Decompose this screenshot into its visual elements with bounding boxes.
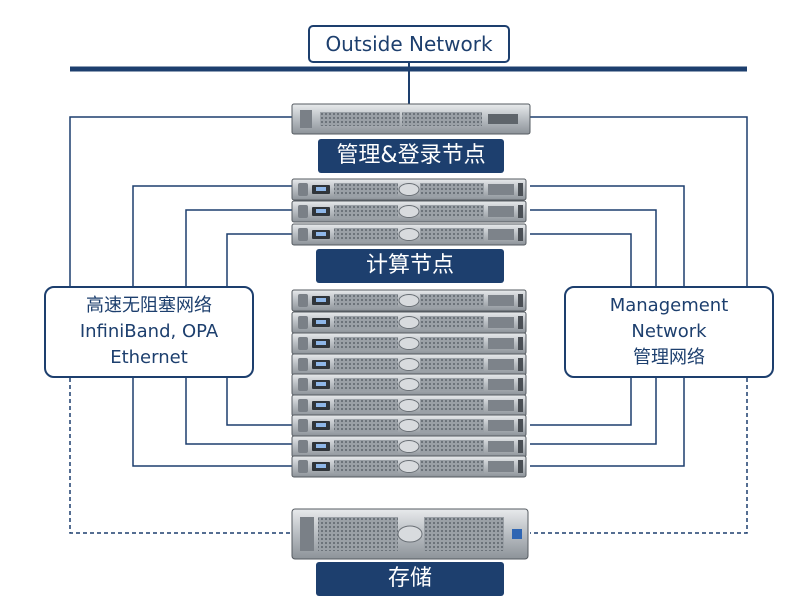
management-network-line1: Management [609,295,729,316]
storage-links [69,378,748,534]
compute-server [291,373,527,396]
compute-server [291,353,527,376]
compute-node-label-box: 计算节点 [316,249,504,283]
high-speed-network-links [69,116,292,467]
compute-server [291,455,527,478]
compute-server [291,289,527,312]
high-speed-network-title: 高速无阻塞网络 [86,295,212,316]
storage-server [291,508,529,560]
compute-server [291,200,527,223]
compute-rack-bottom [291,289,527,478]
compute-server [291,223,527,246]
compute-rack-top [291,178,527,246]
high-speed-network-box: 高速无阻塞网络 InfiniBand, OPA Ethernet [44,286,254,378]
outside-network-label: Outside Network [325,32,493,56]
high-speed-network-ethernet: Ethernet [110,347,188,368]
login-node-label-box: 管理&登录节点 [318,139,504,173]
management-network-line3: 管理网络 [633,347,705,368]
login-node-server [291,103,531,135]
compute-server [291,178,527,201]
high-speed-network-protocols: InfiniBand, OPA [79,321,219,342]
compute-server [291,332,527,355]
compute-server [291,394,527,417]
outside-network-box: Outside Network [308,25,510,63]
management-network-box: Management Network 管理网络 [564,286,774,378]
management-network-links [530,116,748,467]
compute-node-label: 计算节点 [365,253,454,278]
compute-server [291,414,527,437]
storage-label: 存储 [387,566,432,591]
storage-label-box: 存储 [316,562,504,596]
compute-server [291,311,527,334]
compute-server [291,435,527,458]
management-network-line2: Network [631,321,707,342]
login-node-label: 管理&登录节点 [336,143,486,168]
